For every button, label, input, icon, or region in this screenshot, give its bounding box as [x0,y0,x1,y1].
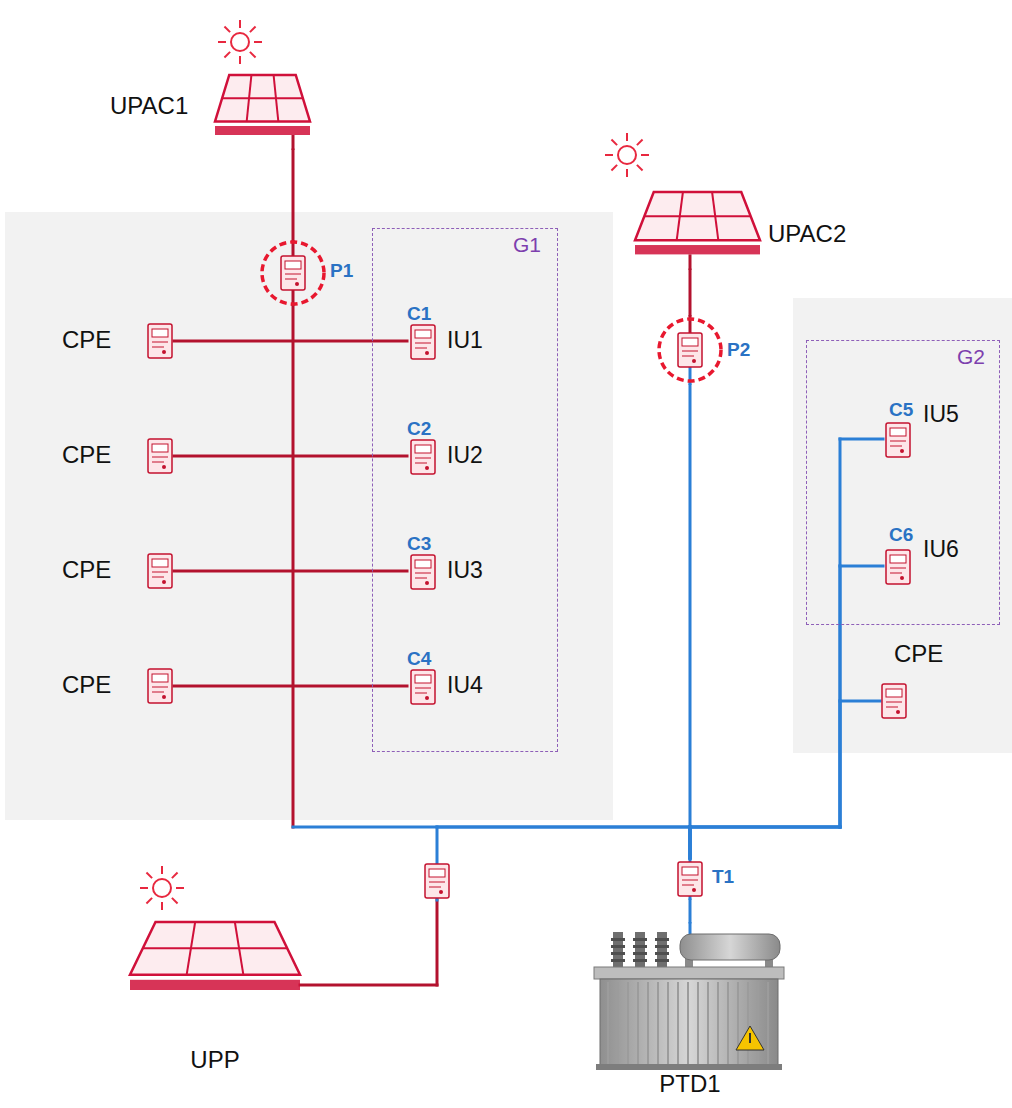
node-label: CPE [62,671,111,699]
power-line [300,827,690,985]
line-segment [689,385,692,858]
meter-icon [425,864,449,898]
line-segment [437,826,690,829]
meter-node: P1 [258,240,358,306]
meter-node: C1IU1 [407,303,507,363]
meter-node: CPE [62,667,174,705]
line-segment [690,826,840,829]
node-label: UPP [190,1046,239,1074]
line-segment [840,438,883,441]
meter-node: C4IU4 [407,648,507,708]
power-line [690,701,880,858]
transformer: PTD1 [580,922,800,1102]
line-segment [689,827,692,858]
meter-node: C2IU2 [407,418,507,478]
node-label: CPE [62,326,111,354]
node-label: IU5 [923,401,959,427]
meter-label: T1 [712,866,734,888]
node-label: CPE [894,640,943,668]
group-box: G1C1IU1C2IU2C3IU3C4IU4 [372,228,558,752]
power-line [690,566,883,858]
meter-node: C5 IU5 [883,399,993,469]
meter-label: C6 [889,524,913,546]
group-label: G2 [957,345,985,369]
meter-node: CPE [880,640,960,725]
meter-label: C4 [407,648,431,670]
line-segment [689,270,692,315]
power-line [690,439,883,858]
node-label: IU6 [923,536,959,562]
meter-node: CPE [62,552,174,590]
line-segment [839,439,842,827]
pv-plant: UPP [130,860,300,1075]
line-segment [300,984,437,987]
meter-label: C2 [407,418,431,440]
node-label: UPAC1 [110,92,188,120]
meter-label: C1 [407,303,431,325]
meter-node: CPE [62,322,174,360]
line-segment [689,827,692,858]
meter-label: P2 [727,339,750,361]
line-segment [839,566,842,827]
line-segment [436,900,439,985]
meter-node: C3IU3 [407,533,507,593]
node-label: PTD1 [659,1070,720,1098]
line-segment [690,826,840,829]
line-segment [689,900,692,922]
line-segment [840,700,880,703]
meter-node: C6IU6 [883,524,993,594]
node-label: IU4 [447,672,483,698]
line-segment [292,306,295,827]
group-box: G2C5 IU5C6IU6 [806,340,1000,625]
pv-plant: UPAC2 [590,120,870,270]
grey-region [5,212,613,820]
power-line [690,900,691,922]
line-segment [292,150,295,240]
node-label: CPE [62,441,111,469]
pv-plant: UPAC1 [105,20,305,150]
meter-label: C3 [407,533,431,555]
node-label: CPE [62,556,111,584]
line-segment [689,827,692,858]
node-icon [105,20,305,150]
power-line [293,306,690,858]
line-segment [690,826,840,829]
power-line [690,385,691,858]
node-label: IU2 [447,442,483,468]
meter-label: P1 [330,260,353,282]
node-label: UPAC2 [768,220,846,248]
node-label: IU1 [447,327,483,353]
meter-node: CPE [62,437,174,475]
meter-node: P2 [655,315,765,385]
node-icon [590,120,870,270]
line-segment [293,826,690,829]
line-segment [839,701,842,827]
power-line [690,270,691,315]
line-segment [689,827,692,858]
node-label: IU3 [447,557,483,583]
grey-region [793,298,1012,753]
meter-node: T1 [672,858,767,900]
power-line [293,150,294,240]
line-segment [689,827,692,858]
line-segment [840,565,883,568]
group-label: G1 [513,233,541,257]
meter-label: C5 [889,399,913,421]
node-icon [130,860,300,1075]
